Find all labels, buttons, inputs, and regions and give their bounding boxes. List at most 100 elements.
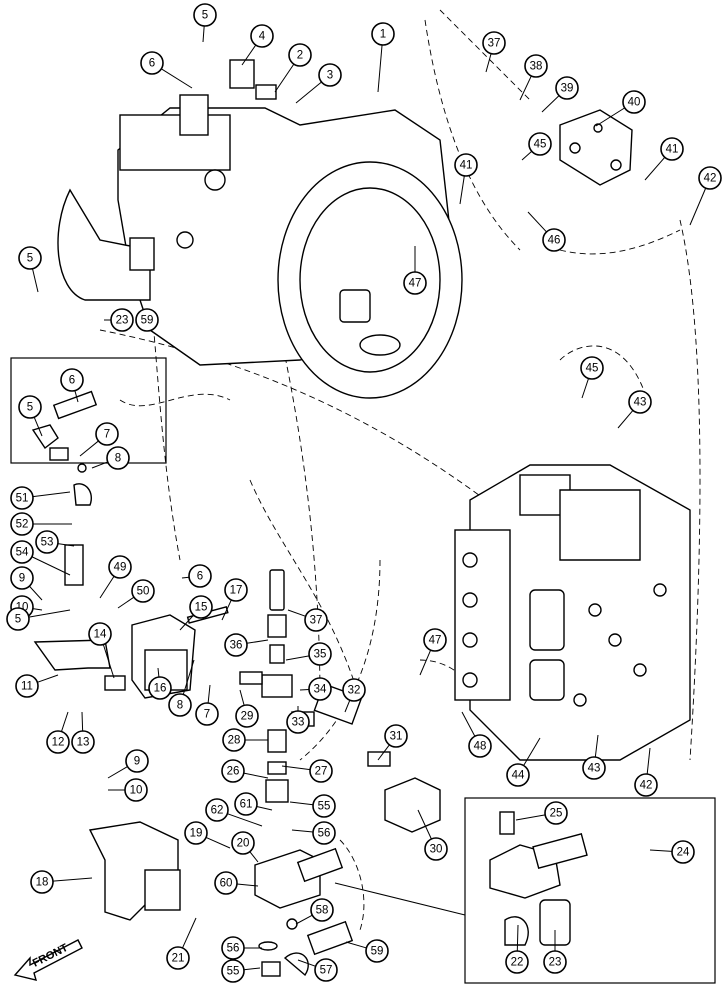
callout-number: 40: [628, 97, 641, 109]
leader-line: [344, 699, 351, 713]
callout-number: 43: [634, 397, 647, 409]
callout-c42b: 42: [634, 747, 658, 797]
leader-line: [287, 609, 306, 617]
callout-circle: [231, 831, 255, 855]
callout-c57: 57: [297, 958, 338, 982]
callout-number: 49: [114, 562, 127, 574]
callout-number: 58: [316, 905, 329, 917]
callout-c46: 46: [527, 211, 566, 252]
callout-c9a: 9: [10, 566, 43, 601]
leader-line: [28, 609, 71, 618]
callout-circle: [482, 31, 506, 55]
callout-c48: 48: [461, 711, 492, 758]
callout-c5a: 5: [193, 3, 217, 43]
leader-line: [102, 644, 115, 679]
callout-number: 17: [230, 585, 243, 597]
callout-number: 55: [227, 966, 240, 978]
callout-number: 54: [16, 547, 29, 559]
leader-line: [57, 543, 75, 547]
leader-line: [516, 924, 519, 952]
callout-number: 37: [488, 38, 501, 50]
callout-circle: [188, 564, 212, 588]
callout-circle: [505, 950, 529, 974]
leader-line: [249, 851, 259, 863]
callout-circle: [365, 939, 389, 963]
callout-circle: [424, 837, 448, 861]
callout-c59b: 59: [345, 939, 389, 963]
leader-line: [61, 711, 69, 732]
callout-c37a: 37: [482, 31, 506, 73]
callout-c7a: 7: [79, 422, 119, 457]
leader-line: [459, 175, 465, 205]
callout-circle: [184, 821, 208, 845]
callout-c15: 15: [179, 595, 213, 631]
leader-line: [52, 877, 93, 882]
callout-number: 11: [21, 681, 33, 693]
callout-c54: 54: [10, 540, 71, 576]
callout-c58: 58: [295, 898, 334, 925]
callout-c59a: 59: [135, 308, 159, 332]
control-valve-assembly: [454, 464, 691, 761]
leader-line: [295, 81, 322, 104]
callout-c55b: 55: [221, 959, 261, 983]
callout-number: 23: [549, 957, 562, 969]
leader-line: [236, 883, 259, 887]
callout-number: 24: [677, 847, 690, 859]
callout-circle: [195, 702, 219, 726]
callout-circle: [628, 390, 652, 414]
callout-circle: [140, 51, 164, 75]
callout-number: 62: [211, 805, 224, 817]
callout-number: 57: [320, 965, 333, 977]
leader-line: [205, 836, 231, 849]
callout-circle: [60, 368, 84, 392]
callout-circle: [15, 674, 39, 698]
callout-number: 4: [259, 31, 266, 43]
callout-number: 42: [704, 173, 717, 185]
leader-line: [107, 766, 128, 779]
mounting-bracket-18: [88, 821, 181, 921]
callout-c10b: 10: [108, 778, 148, 802]
callout-circle: [342, 678, 366, 702]
leader-line: [182, 659, 195, 695]
leader-line: [291, 829, 314, 833]
inset-detail-box-adapter: [334, 797, 716, 984]
leader-line: [32, 268, 39, 293]
callout-number: 33: [292, 717, 305, 729]
callout-circle: [543, 950, 567, 974]
callout-c16: 16: [148, 667, 172, 700]
callout-circle: [371, 22, 395, 46]
callout-c5d: 5: [6, 607, 71, 631]
callout-c43b: 43: [582, 734, 606, 780]
callout-circle: [286, 710, 310, 734]
leader-line: [377, 744, 390, 761]
leader-line: [274, 63, 295, 93]
callout-circle: [634, 773, 658, 797]
leader-line: [523, 737, 541, 766]
callout-number: 41: [460, 160, 473, 172]
callout-circle: [148, 676, 172, 700]
callout-circle: [312, 821, 336, 845]
callout-number: 10: [130, 785, 143, 797]
leader-line: [281, 765, 311, 771]
callout-circle: [193, 3, 217, 27]
callout-circle: [235, 704, 259, 728]
callout-circle: [224, 578, 248, 602]
callout-number: 60: [220, 878, 233, 890]
callout-number: 39: [561, 83, 574, 95]
callout-c32: 32: [342, 678, 366, 713]
leader-line: [227, 813, 263, 827]
callout-c8a: 8: [91, 446, 130, 470]
callout-c33: 33: [286, 706, 310, 734]
callout-circle: [108, 555, 132, 579]
leader-line: [377, 44, 383, 93]
callout-number: 47: [409, 278, 422, 290]
leader-line: [519, 75, 532, 101]
callout-c44: 44: [506, 737, 541, 787]
leader-line: [117, 596, 135, 609]
callout-circle: [221, 959, 245, 983]
callout-circle: [250, 24, 274, 48]
callout-circle: [88, 622, 112, 646]
callout-number: 27: [315, 766, 328, 778]
leader-line: [179, 614, 194, 631]
